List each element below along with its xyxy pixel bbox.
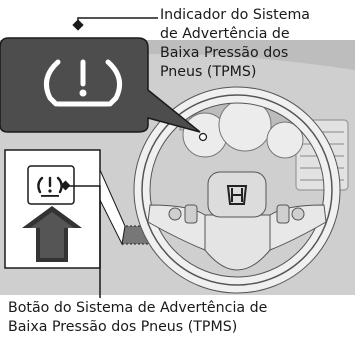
indicator-caption-line: Baixa Pressão dos [160,45,289,61]
indicator-caption-line: Indicador do Sistema [160,7,310,23]
indicator-leader-line [77,17,158,22]
brand-logo-icon [226,185,248,205]
indicator-caption-line: de Advertência de [160,26,290,42]
tpms-warning-icon [43,59,123,107]
button-inset [4,149,126,269]
indicator-caption: Indicador do Sistema de Advertência de B… [160,6,310,82]
tpms-button-icon [37,176,63,194]
button-leader-end [60,180,71,191]
button-caption-line: Botão do Sistema de Advertência de [8,300,268,316]
press-arrow-icon [22,206,82,262]
button-caption: Botão do Sistema de Advertência de Baixa… [8,299,267,337]
indicator-caption-line: Pneus (TPMS) [160,64,257,80]
indicator-leader-end [72,19,84,31]
button-leader-line [66,185,101,298]
tpms-dot [79,89,87,97]
gauges [182,98,304,159]
indicator-location-dot [198,132,208,142]
button-caption-line: Baixa Pressão dos Pneus (TPMS) [8,319,238,335]
indicator-callout [0,37,201,133]
